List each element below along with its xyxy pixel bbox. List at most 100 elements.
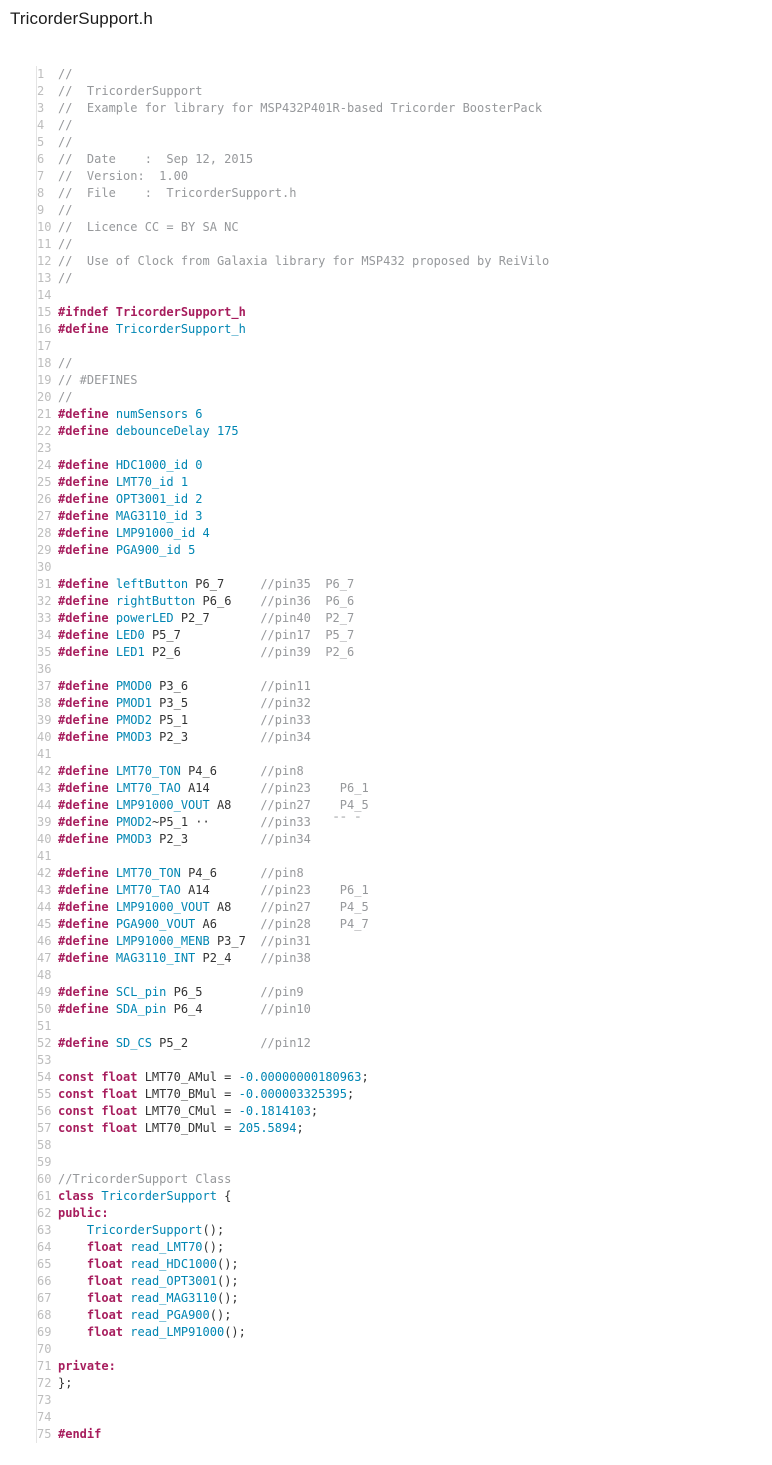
line-number[interactable]: 27 <box>37 509 52 523</box>
line-number[interactable]: 57 <box>37 1121 52 1135</box>
line-number[interactable]: 39 <box>37 815 52 829</box>
line-number[interactable]: 63 <box>37 1223 52 1237</box>
line-number[interactable]: 51 <box>37 1019 52 1033</box>
code-token: float <box>86 1257 124 1271</box>
line-number[interactable]: 10 <box>37 220 52 234</box>
line-number[interactable]: 3 <box>37 101 45 115</box>
line-number[interactable]: 8 <box>37 186 45 200</box>
line-number[interactable]: 18 <box>37 356 52 370</box>
line-number[interactable]: 31 <box>37 577 52 591</box>
line-number[interactable]: 41 <box>37 747 52 761</box>
line-number[interactable]: 12 <box>37 254 52 268</box>
line-number[interactable]: 70 <box>37 1342 52 1356</box>
line-number[interactable]: 62 <box>37 1206 52 1220</box>
line-number[interactable]: 74 <box>37 1410 52 1424</box>
code-token: #define <box>58 492 109 506</box>
line-number[interactable]: 68 <box>37 1308 52 1322</box>
line-number[interactable]: 32 <box>37 594 52 608</box>
line-number[interactable]: 49 <box>37 985 52 999</box>
line-number[interactable]: 37 <box>37 679 52 693</box>
line-number[interactable]: 45 <box>37 917 52 931</box>
code-token: #define <box>58 628 109 642</box>
code-line: 22#define debounceDelay 175 <box>37 423 764 440</box>
line-number[interactable]: 54 <box>37 1070 52 1084</box>
code-token: // <box>58 271 73 285</box>
line-number[interactable]: 40 <box>37 832 52 846</box>
line-number[interactable]: 58 <box>37 1138 52 1152</box>
line-number[interactable]: 60 <box>37 1172 52 1186</box>
code-token: public: <box>58 1206 109 1220</box>
code-token <box>109 594 116 608</box>
line-number[interactable]: 66 <box>37 1274 52 1288</box>
line-number[interactable]: 9 <box>37 203 45 217</box>
code-token: private: <box>58 1359 116 1373</box>
line-number[interactable]: 25 <box>37 475 52 489</box>
line-number[interactable]: 73 <box>37 1393 52 1407</box>
line-number[interactable]: 53 <box>37 1053 52 1067</box>
code-token: P3_6 <box>151 679 261 693</box>
code-token: class <box>58 1189 95 1203</box>
line-number[interactable]: 52 <box>37 1036 52 1050</box>
line-number[interactable]: 13 <box>37 271 52 285</box>
line-number[interactable]: 16 <box>37 322 52 336</box>
line-number[interactable]: 24 <box>37 458 52 472</box>
line-number[interactable]: 35 <box>37 645 52 659</box>
line-number[interactable]: 43 <box>37 781 52 795</box>
line-number[interactable]: 6 <box>37 152 45 166</box>
code-token: LMT70_TON <box>115 764 181 778</box>
line-number[interactable]: 29 <box>37 543 52 557</box>
code-token: #define <box>58 951 109 965</box>
line-number[interactable]: 17 <box>37 339 52 353</box>
line-number[interactable]: 11 <box>37 237 52 251</box>
line-number[interactable]: 42 <box>37 764 52 778</box>
line-number[interactable]: 30 <box>37 560 52 574</box>
line-number[interactable]: 36 <box>37 662 52 676</box>
line-number[interactable]: 15 <box>37 305 52 319</box>
line-number[interactable]: 38 <box>37 696 52 710</box>
code-token <box>109 322 116 336</box>
line-number[interactable]: 55 <box>37 1087 52 1101</box>
code-token: //TricorderSupport Class <box>58 1172 232 1186</box>
line-number[interactable]: 69 <box>37 1325 52 1339</box>
line-number[interactable]: 20 <box>37 390 52 404</box>
code-token: //pin8 <box>260 764 304 778</box>
line-number[interactable]: 2 <box>37 84 45 98</box>
line-number[interactable]: 23 <box>37 441 52 455</box>
line-number[interactable]: 5 <box>37 135 45 149</box>
line-number[interactable]: 39 <box>37 713 52 727</box>
code-token: float <box>86 1291 124 1305</box>
line-number[interactable]: 19 <box>37 373 52 387</box>
line-number[interactable]: 64 <box>37 1240 52 1254</box>
line-number[interactable]: 67 <box>37 1291 52 1305</box>
line-number[interactable]: 41 <box>37 849 52 863</box>
line-number[interactable]: 50 <box>37 1002 52 1016</box>
line-number[interactable]: 72 <box>37 1376 52 1390</box>
line-number[interactable]: 26 <box>37 492 52 506</box>
line-number[interactable]: 47 <box>37 951 52 965</box>
code-token: P6_4 <box>166 1002 261 1016</box>
line-number[interactable]: 14 <box>37 288 52 302</box>
line-number[interactable]: 61 <box>37 1189 52 1203</box>
line-number[interactable]: 46 <box>37 934 52 948</box>
line-number[interactable]: 44 <box>37 900 52 914</box>
line-number[interactable]: 28 <box>37 526 52 540</box>
line-number[interactable]: 34 <box>37 628 52 642</box>
line-number[interactable]: 43 <box>37 883 52 897</box>
line-number[interactable]: 75 <box>37 1427 52 1441</box>
line-number[interactable]: 42 <box>37 866 52 880</box>
line-number[interactable]: 65 <box>37 1257 52 1271</box>
line-number[interactable]: 21 <box>37 407 52 421</box>
line-number[interactable]: 1 <box>37 67 45 81</box>
line-number[interactable]: 59 <box>37 1155 52 1169</box>
line-number[interactable]: 33 <box>37 611 52 625</box>
line-number[interactable]: 22 <box>37 424 52 438</box>
line-number[interactable]: 7 <box>37 169 45 183</box>
line-number[interactable]: 71 <box>37 1359 52 1373</box>
line-number[interactable]: 4 <box>37 118 45 132</box>
line-number[interactable]: 44 <box>37 798 52 812</box>
code-token <box>109 458 116 472</box>
line-number[interactable]: 56 <box>37 1104 52 1118</box>
code-token: #define <box>58 900 109 914</box>
line-number[interactable]: 40 <box>37 730 52 744</box>
line-number[interactable]: 48 <box>37 968 52 982</box>
